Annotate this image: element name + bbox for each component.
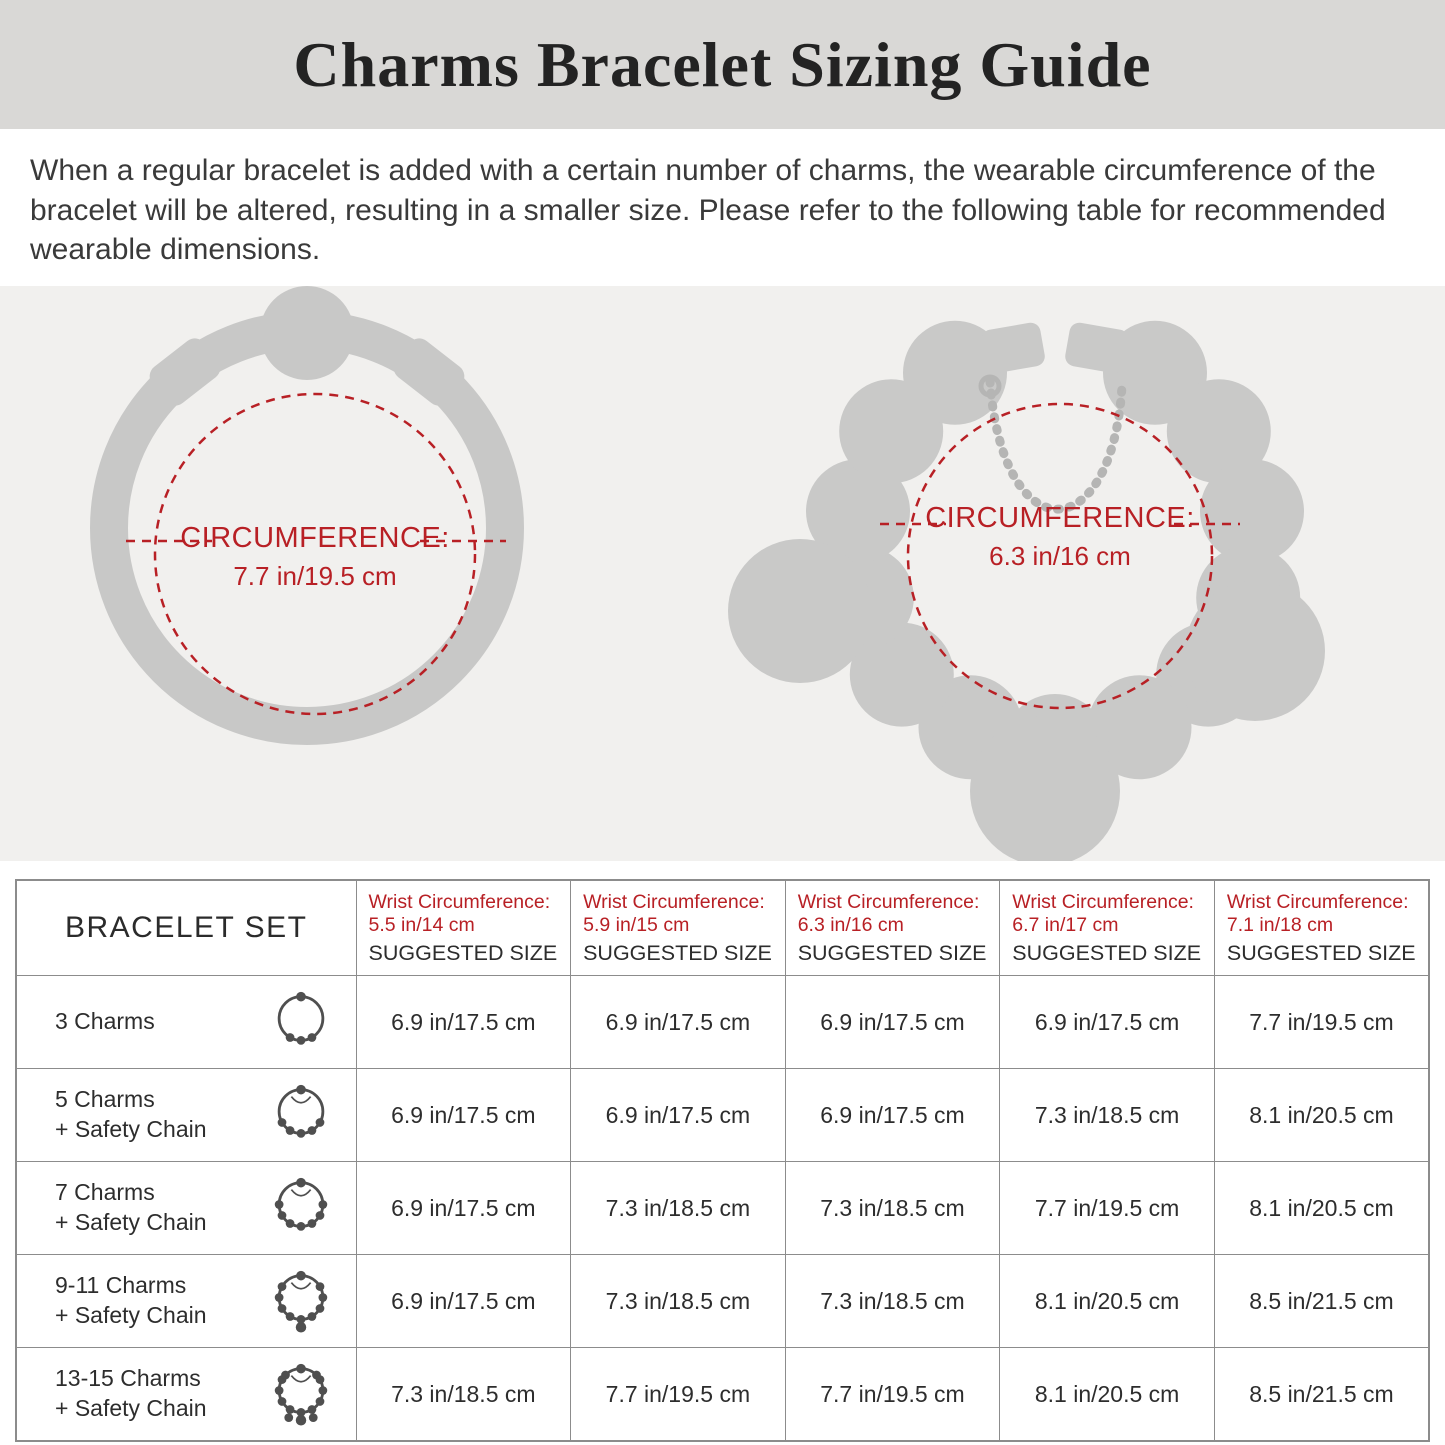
circumference-value: 6.3 in/16 cm bbox=[989, 540, 1131, 571]
circumference-caption: CIRCUMFERENCE: bbox=[180, 521, 450, 554]
size-cell: 7.3 in/18.5 cm bbox=[570, 1254, 786, 1349]
size-cell: 6.9 in/17.5 cm bbox=[784, 975, 1001, 1070]
table-row: 7 Charms + Safety Chain bbox=[15, 1161, 1430, 1256]
bracelet-set-cell: 3 Charms bbox=[15, 975, 357, 1070]
size-cell: 7.3 in/18.5 cm bbox=[784, 1161, 1001, 1256]
plain-bracelet-circumference-label: CIRCUMFERENCE: 7.7 in/19.5 cm bbox=[115, 522, 515, 592]
set-label-line2: + Safety Chain bbox=[55, 1209, 207, 1236]
size-cell: 7.3 in/18.5 cm bbox=[570, 1161, 786, 1256]
suggested-size-label: SUGGESTED SIZE bbox=[1226, 940, 1416, 965]
set-label-line1: 3 Charms bbox=[55, 1008, 155, 1035]
set-label-line2: + Safety Chain bbox=[55, 1302, 207, 1329]
circumference-dashed-circle-left bbox=[126, 392, 506, 716]
wrist-circumference-value: 5.9 in/15 cm bbox=[583, 913, 690, 936]
bracelet-5-charms-icon bbox=[277, 1085, 324, 1139]
wrist-circumference-label: Wrist Circumference: bbox=[368, 890, 551, 913]
circumference-caption: CIRCUMFERENCE: bbox=[925, 501, 1195, 534]
size-cell: 8.5 in/21.5 cm bbox=[1213, 1347, 1430, 1442]
table-row: 13-15 Charms + Safety Chain bbox=[15, 1347, 1430, 1442]
column-header: Wrist Circumference: 5.9 in/15 cm SUGGES… bbox=[570, 879, 786, 977]
size-cell: 6.9 in/17.5 cm bbox=[355, 1161, 572, 1256]
wrist-circumference-label: Wrist Circumference: bbox=[583, 890, 765, 913]
size-cell: 6.9 in/17.5 cm bbox=[355, 1068, 572, 1163]
size-cell: 6.9 in/17.5 cm bbox=[999, 975, 1215, 1070]
size-cell: 6.9 in/17.5 cm bbox=[570, 1068, 786, 1163]
size-cell: 7.7 in/19.5 cm bbox=[1213, 975, 1430, 1070]
title-banner: Charms Bracelet Sizing Guide bbox=[0, 0, 1445, 129]
set-label-line1: 7 Charms bbox=[55, 1179, 155, 1206]
table-row: 9-11 Charms + Safety Chain bbox=[15, 1254, 1430, 1349]
diagram-section: CIRCUMFERENCE: 7.7 in/19.5 cm CIRCUMFERE… bbox=[0, 285, 1445, 861]
bracelet-9-11-charms-icon bbox=[274, 1271, 327, 1333]
wrist-circumference-label: Wrist Circumference: bbox=[797, 890, 980, 913]
page-title: Charms Bracelet Sizing Guide bbox=[293, 28, 1152, 100]
suggested-size-label: SUGGESTED SIZE bbox=[583, 940, 772, 965]
intro-paragraph: When a regular bracelet is added with a … bbox=[30, 154, 1386, 267]
wrist-circumference-value: 7.1 in/18 cm bbox=[1226, 913, 1334, 936]
column-header: Wrist Circumference: 5.5 in/14 cm SUGGES… bbox=[355, 879, 572, 977]
set-label-line2: + Safety Chain bbox=[55, 1395, 207, 1422]
suggested-size-label: SUGGESTED SIZE bbox=[797, 940, 987, 965]
size-cell: 7.7 in/19.5 cm bbox=[570, 1347, 786, 1442]
bracelet-3-charms-icon bbox=[277, 992, 324, 1046]
plain-bracelet-illustration bbox=[90, 285, 524, 745]
charm-bracelet-circumference-label: CIRCUMFERENCE: 6.3 in/16 cm bbox=[860, 502, 1260, 572]
size-cell: 7.7 in/19.5 cm bbox=[784, 1347, 1001, 1442]
circumference-value: 7.7 in/19.5 cm bbox=[233, 560, 397, 591]
table-row: 3 Charms 6.9 in/17.5 cm 6.9 in/ bbox=[15, 975, 1430, 1070]
bracelet-set-cell: 9-11 Charms + Safety Chain bbox=[15, 1254, 357, 1349]
wrist-circumference-value: 6.7 in/17 cm bbox=[1012, 913, 1119, 936]
bracelet-set-cell: 5 Charms + Safety Chain bbox=[15, 1068, 357, 1163]
sizing-table-section: BRACELET SET Wrist Circumference: 5.5 in… bbox=[0, 861, 1445, 1442]
column-header: Wrist Circumference: 6.7 in/17 cm SUGGES… bbox=[999, 879, 1215, 977]
size-cell: 8.1 in/20.5 cm bbox=[1213, 1161, 1430, 1256]
set-label-line1: 13-15 Charms bbox=[55, 1365, 201, 1392]
wrist-circumference-value: 6.3 in/16 cm bbox=[797, 913, 904, 936]
circumference-dashed-circle-right bbox=[880, 402, 1240, 710]
bracelet-set-cell: 13-15 Charms + Safety Chain bbox=[15, 1347, 357, 1442]
wrist-circumference-label: Wrist Circumference: bbox=[1226, 890, 1409, 913]
sizing-table: BRACELET SET Wrist Circumference: 5.5 in… bbox=[15, 878, 1430, 1442]
bracelet-set-cell: 7 Charms + Safety Chain bbox=[15, 1161, 357, 1256]
size-cell: 6.9 in/17.5 cm bbox=[355, 975, 572, 1070]
set-label-line1: 9-11 Charms bbox=[55, 1272, 187, 1299]
set-label-line1: 5 Charms bbox=[55, 1086, 155, 1113]
size-cell: 7.3 in/18.5 cm bbox=[784, 1254, 1001, 1349]
suggested-size-label: SUGGESTED SIZE bbox=[368, 940, 558, 965]
size-cell: 6.9 in/17.5 cm bbox=[784, 1068, 1001, 1163]
safety-chain-illustration bbox=[978, 374, 1127, 514]
table-header-row: BRACELET SET Wrist Circumference: 5.5 in… bbox=[15, 879, 1430, 977]
wrist-circumference-label: Wrist Circumference: bbox=[1012, 890, 1194, 913]
bracelet-diagrams-graphic bbox=[90, 285, 1325, 861]
size-cell: 6.9 in/17.5 cm bbox=[570, 975, 786, 1070]
size-cell: 8.1 in/20.5 cm bbox=[1213, 1068, 1430, 1163]
size-cell: 7.3 in/18.5 cm bbox=[355, 1347, 572, 1442]
table-row: 5 Charms + Safety Chain bbox=[15, 1068, 1430, 1163]
bracelet-set-header: BRACELET SET bbox=[15, 879, 357, 977]
size-cell: 6.9 in/17.5 cm bbox=[355, 1254, 572, 1349]
bracelet-7-charms-icon bbox=[274, 1178, 327, 1232]
suggested-size-label: SUGGESTED SIZE bbox=[1012, 940, 1202, 965]
column-header: Wrist Circumference: 7.1 in/18 cm SUGGES… bbox=[1213, 879, 1430, 977]
column-header: Wrist Circumference: 6.3 in/16 cm SUGGES… bbox=[784, 879, 1001, 977]
size-cell: 8.5 in/21.5 cm bbox=[1213, 1254, 1430, 1349]
size-cell: 7.3 in/18.5 cm bbox=[999, 1068, 1215, 1163]
size-cell: 7.7 in/19.5 cm bbox=[999, 1161, 1215, 1256]
bracelet-13-15-charms-icon bbox=[274, 1363, 327, 1426]
wrist-circumference-value: 5.5 in/14 cm bbox=[368, 913, 475, 936]
size-cell: 8.1 in/20.5 cm bbox=[999, 1254, 1215, 1349]
set-label-line2: + Safety Chain bbox=[55, 1116, 207, 1143]
charm-bracelet-illustration bbox=[728, 320, 1325, 861]
size-cell: 8.1 in/20.5 cm bbox=[999, 1347, 1215, 1442]
